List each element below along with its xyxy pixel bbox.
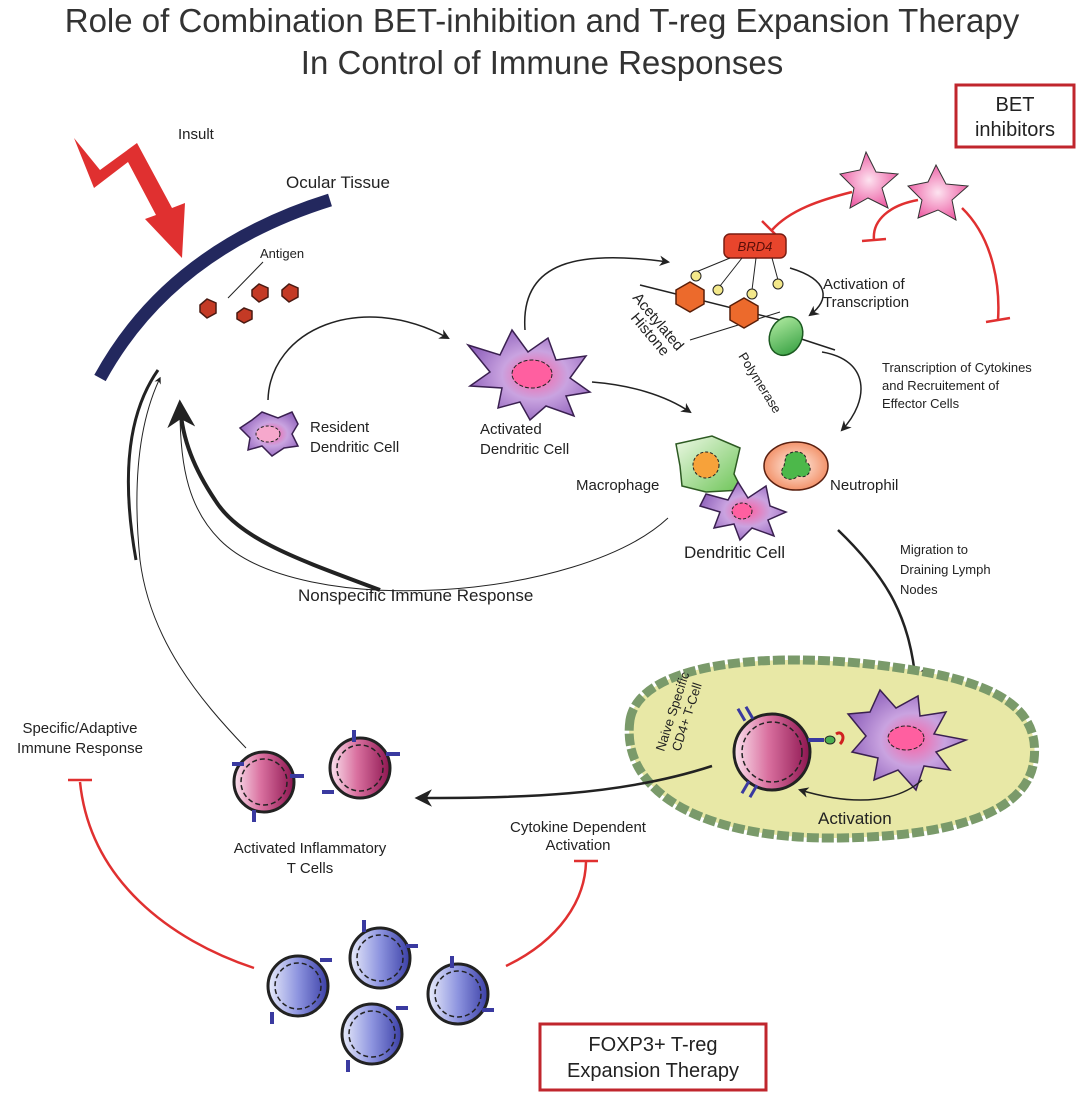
lymph-node bbox=[624, 655, 1040, 843]
treg-therapy-box: FOXP3+ T-reg Expansion Therapy bbox=[538, 1022, 768, 1092]
inhibit-transcription-line bbox=[872, 198, 919, 241]
antigen-icon bbox=[236, 307, 253, 324]
brd4-protein bbox=[723, 233, 787, 259]
macrophage-cell bbox=[675, 435, 744, 493]
treg-inhibition-lines bbox=[68, 778, 598, 970]
migration-arrow bbox=[837, 529, 924, 688]
inhibit-specific-line bbox=[78, 781, 255, 970]
activated-t-label-1: Activated Inflammatory bbox=[234, 840, 387, 857]
migration-label-3: Nodes bbox=[900, 582, 938, 597]
activated-t-cell bbox=[322, 730, 400, 800]
treg-cell bbox=[426, 956, 494, 1026]
migration-label-1: Migration to bbox=[900, 542, 968, 557]
cytokines-label-3: Effector Cells bbox=[882, 396, 960, 411]
arrow-activated-to-effectors bbox=[591, 381, 692, 414]
bet-inhibition-lines bbox=[761, 190, 1011, 324]
inhibit-cytokine-dep-line bbox=[505, 861, 588, 968]
inhibit-cytokine-bar bbox=[985, 316, 1011, 324]
bet-box-line-1: BET bbox=[996, 94, 1035, 116]
activated-dc-label-2: Dendritic Cell bbox=[480, 441, 569, 458]
title-line-2: In Control of Immune Responses bbox=[301, 44, 783, 81]
inhibit-transcription-bar bbox=[861, 237, 887, 243]
treg-box-line-2: Expansion Therapy bbox=[567, 1060, 739, 1082]
polymerase-label: Polymerase bbox=[735, 350, 784, 416]
neutrophil-cell bbox=[763, 441, 829, 491]
antigen-icon bbox=[199, 298, 217, 319]
ocular-tissue-label: Ocular Tissue bbox=[286, 173, 390, 192]
cytokines-label-2: and Recruitement of bbox=[882, 378, 999, 393]
polymerase-icon bbox=[768, 315, 804, 357]
insult-lightning-icon bbox=[74, 138, 185, 258]
cytokine-dep-label-2: Activation bbox=[545, 837, 610, 854]
bet-inhibitors-box: BET inhibitors bbox=[954, 83, 1076, 149]
lymph-dendritic-cell bbox=[846, 688, 969, 792]
acetylated-histone-icon bbox=[729, 297, 759, 329]
activation-label: Activation bbox=[818, 809, 892, 828]
acetylated-histone-icon bbox=[675, 281, 705, 313]
arrow-resident-to-activated bbox=[267, 316, 450, 401]
ocular-tissue-arc bbox=[94, 193, 332, 382]
macrophage-label: Macrophage bbox=[576, 477, 659, 494]
arrow-activation-transcription bbox=[789, 267, 824, 317]
nonspecific-response-arrow bbox=[167, 399, 381, 592]
activated-t-cell bbox=[232, 750, 304, 822]
dendritic-cell-label: Dendritic Cell bbox=[684, 543, 785, 562]
brd4-complex: BRD4 bbox=[639, 233, 836, 357]
activation-transcription-label-2: Transcription bbox=[823, 294, 909, 311]
antigen-label: Antigen bbox=[260, 246, 304, 261]
insult-label: Insult bbox=[178, 126, 215, 143]
nonspecific-label: Nonspecific Immune Response bbox=[298, 586, 533, 605]
neutrophil-label: Neutrophil bbox=[830, 477, 898, 494]
cytokine-dep-label-1: Cytokine Dependent bbox=[510, 819, 647, 836]
arrow-activated-to-brd4 bbox=[524, 255, 671, 331]
title-line-1: Role of Combination BET-inhibition and T… bbox=[65, 2, 1020, 39]
treg-cell bbox=[348, 920, 418, 990]
antigen-cluster bbox=[199, 283, 299, 324]
effector-dendritic-cell bbox=[698, 480, 788, 542]
activated-t-label-2: T Cells bbox=[287, 860, 333, 877]
cytokines-label-1: Transcription of Cytokines bbox=[882, 360, 1032, 375]
activated-dc-label-1: Activated bbox=[480, 421, 542, 438]
resident-dc-label-2: Dendritic Cell bbox=[310, 439, 399, 456]
resident-dc-label-1: Resident bbox=[310, 419, 370, 436]
nonspecific-response-line bbox=[179, 409, 669, 592]
specific-response-arrow-bold bbox=[126, 369, 160, 561]
activation-transcription-label-1: Activation of bbox=[823, 276, 906, 293]
inhibit-brd4-line bbox=[771, 190, 853, 231]
bet-inhibitor-star-icon bbox=[838, 150, 900, 209]
antigen-pointer bbox=[227, 261, 264, 299]
inhibit-cytokine-line bbox=[961, 207, 1000, 321]
arrow-polymerase-to-effectors bbox=[821, 351, 862, 432]
naive-t-cell bbox=[732, 705, 845, 799]
specific-label-1: Specific/Adaptive bbox=[22, 720, 137, 737]
antigen-icon bbox=[281, 283, 299, 303]
activated-dendritic-cell bbox=[465, 328, 592, 422]
treg-cell bbox=[266, 954, 332, 1024]
arrow-to-activated-t-cells bbox=[414, 764, 713, 807]
bet-box-line-2: inhibitors bbox=[975, 119, 1055, 141]
migration-label-2: Draining Lymph bbox=[900, 562, 991, 577]
specific-response-arrow bbox=[136, 376, 247, 749]
resident-dendritic-cell bbox=[238, 411, 300, 457]
brd4-label: BRD4 bbox=[738, 239, 773, 254]
antigen-icon bbox=[251, 283, 269, 303]
specific-label-2: Immune Response bbox=[17, 740, 143, 757]
activation-arrow bbox=[797, 779, 923, 801]
bet-inhibitor-star-icon bbox=[906, 163, 970, 221]
treg-box-line-1: FOXP3+ T-reg bbox=[588, 1034, 717, 1056]
treg-cell bbox=[340, 1002, 408, 1072]
